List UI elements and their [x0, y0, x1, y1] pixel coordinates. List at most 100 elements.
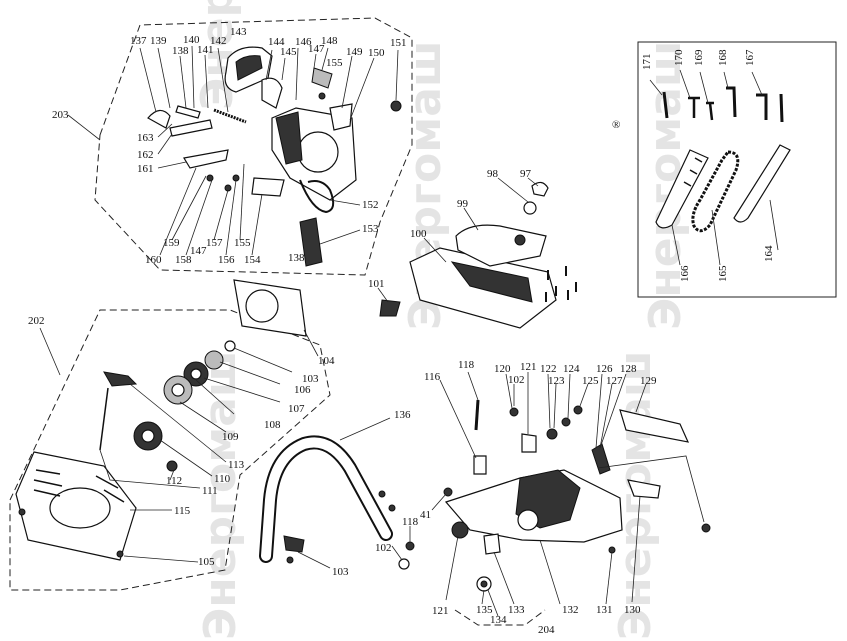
leader-147: [313, 53, 317, 69]
leader-130: [631, 495, 641, 603]
label-104: 104: [318, 355, 335, 367]
leader-141: [204, 54, 209, 109]
knob-97: [531, 181, 549, 197]
leader-146: [295, 47, 299, 101]
label-133: 133: [508, 604, 525, 616]
label-109: 109: [222, 431, 239, 443]
label-166: 166: [679, 265, 691, 282]
washer-102b: [398, 558, 410, 570]
leader-153: [319, 229, 361, 245]
plate-154: [251, 177, 285, 197]
label-138: 138: [172, 45, 189, 57]
leader-145: [281, 57, 286, 81]
leader-112: [169, 469, 175, 481]
leader-160: [159, 167, 197, 256]
leader-152: [329, 199, 361, 206]
label-123: 123: [548, 375, 565, 387]
brake-assembly-parts: [147, 46, 402, 267]
leader-144: [265, 49, 273, 81]
guide-bar-164: [733, 144, 791, 223]
leader-97: [527, 177, 539, 187]
watermark-text-4: Энергомаш: [195, 350, 246, 640]
label-161: 161: [137, 163, 154, 175]
label-108: 108: [264, 419, 281, 431]
bolt-126: [591, 443, 611, 475]
crankcase-parts: [398, 399, 711, 592]
label-140: 140: [183, 34, 200, 46]
label-130: 130: [624, 604, 641, 616]
label-169: 169: [693, 49, 705, 66]
leader-134: [487, 589, 499, 617]
group-203-label: 203: [52, 109, 69, 121]
group-204-outline: [454, 609, 546, 626]
leader-148: [321, 47, 329, 71]
chain-165: [691, 150, 740, 233]
adjuster-116: [473, 455, 487, 475]
label-147b: 147: [190, 245, 207, 257]
plate-149: [329, 103, 353, 131]
label-144: 144: [268, 36, 285, 48]
leader-103b: [297, 551, 331, 569]
tool-leader-165: [711, 209, 721, 266]
leader-113: [129, 383, 227, 463]
label-171: 171: [641, 54, 653, 71]
crankcase-leaders: [391, 371, 647, 617]
label-107: 107: [288, 403, 305, 415]
screw-158: [206, 174, 214, 182]
leader-100: [423, 237, 447, 263]
bar-cover-166-stripes: [683, 157, 703, 187]
leader-139: [157, 47, 171, 109]
leader-162: [157, 133, 173, 155]
starter-assembly-parts: [15, 279, 307, 561]
leader-140: [191, 45, 195, 109]
label-125: 125: [582, 375, 599, 387]
leader-135: [481, 589, 485, 605]
seal-121b: [451, 521, 469, 539]
label-112: 112: [166, 475, 182, 487]
label-122: 122: [540, 363, 557, 375]
ring-125: [573, 405, 583, 415]
pulley-108-hub: [190, 368, 202, 380]
fan-housing-hole: [245, 289, 279, 323]
label-105: 105: [198, 556, 215, 568]
brake-cover-143-inner: [235, 55, 263, 81]
label-139: 139: [150, 35, 167, 47]
nut-112: [166, 460, 178, 472]
label-102b: 102: [375, 542, 392, 554]
leader-128: [599, 373, 627, 449]
leader-156: [225, 179, 237, 256]
rope-114: [99, 387, 109, 451]
tool-leader-171: [649, 79, 663, 96]
label-103: 103: [302, 373, 319, 385]
screws-right-of-cover: [545, 266, 577, 302]
nut-102: [509, 407, 519, 417]
label-99: 99: [457, 198, 469, 210]
label-160: 160: [145, 254, 162, 266]
leader-136: [339, 417, 391, 441]
leader-102b: [391, 545, 403, 561]
leader-41: [431, 493, 447, 511]
tool-167b-rod: [779, 93, 784, 123]
tool-leader-164: [769, 199, 779, 251]
screw-handle-2: [388, 504, 396, 512]
leader-125: [579, 383, 589, 407]
label-149: 149: [346, 46, 363, 58]
label-121b: 121: [432, 605, 449, 617]
bracket-101: [379, 299, 401, 317]
tool-leader-168: [723, 71, 729, 89]
leader-158: [185, 179, 213, 256]
tool-169-tbar: [706, 101, 714, 121]
oil-pump-135: [480, 580, 488, 588]
leader-126: [595, 373, 603, 449]
brake-band-144: [261, 77, 283, 109]
label-146: 146: [295, 36, 312, 48]
label-101: 101: [368, 278, 385, 290]
bar-stud-line: [597, 455, 705, 523]
clutch-cover-hole: [297, 131, 339, 173]
screw-bar-end: [701, 523, 711, 533]
label-143: 143: [230, 26, 247, 38]
label-168: 168: [717, 49, 729, 66]
slider-140: [175, 105, 201, 119]
label-163: 163: [137, 132, 154, 144]
